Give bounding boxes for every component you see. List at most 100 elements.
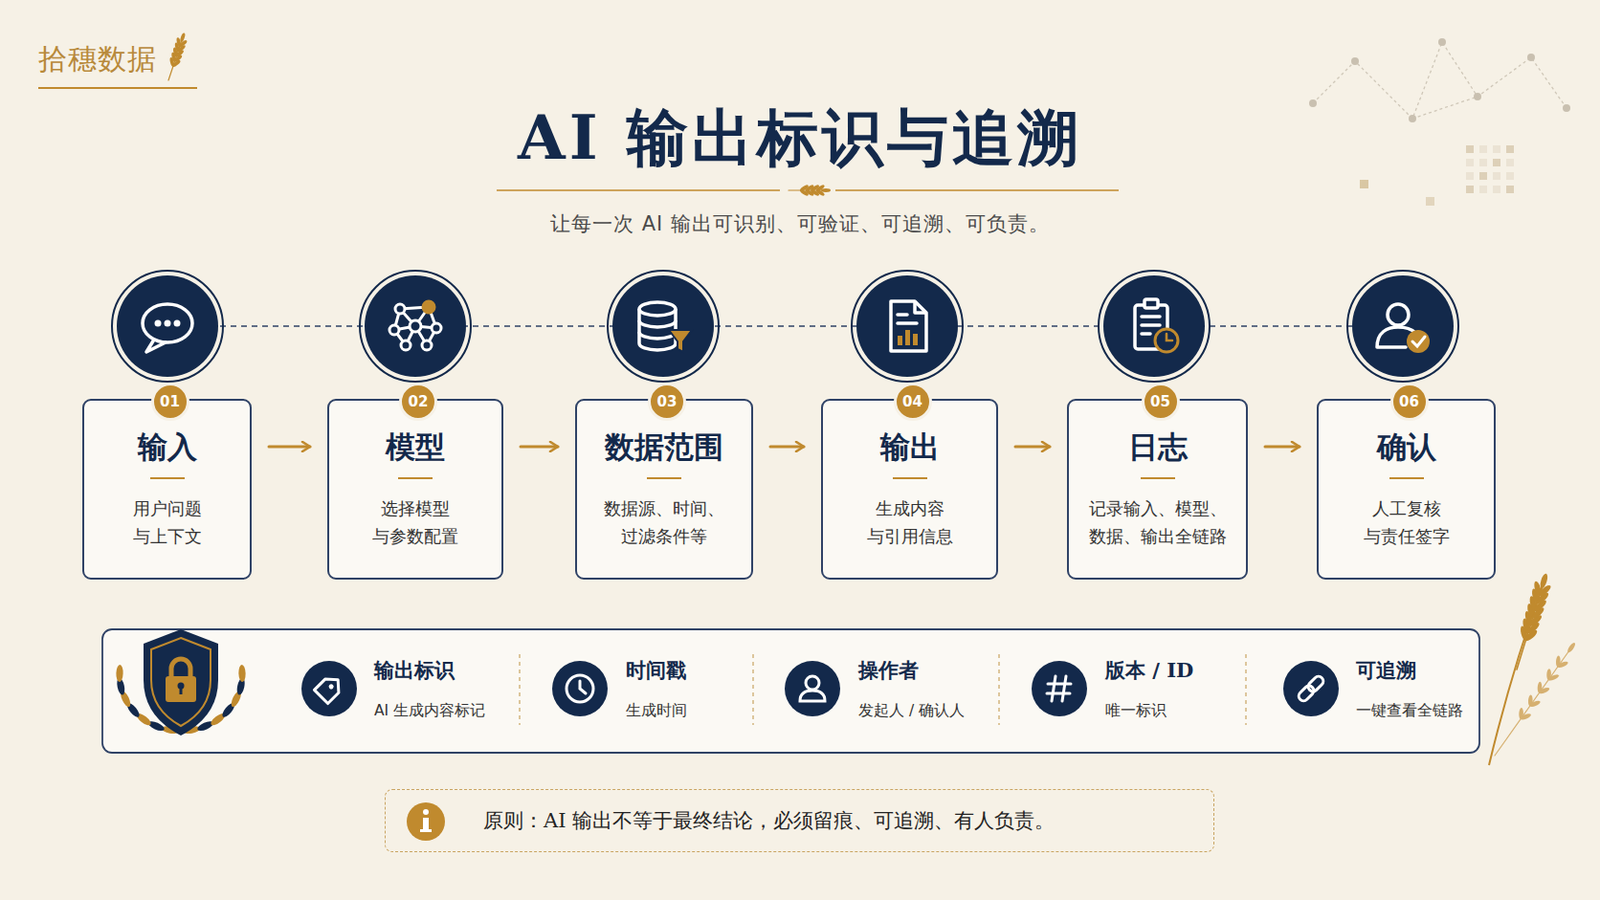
band-dividers xyxy=(518,654,520,726)
square-decoration xyxy=(1492,145,1501,154)
heading-divider xyxy=(1389,477,1424,480)
network-decoration xyxy=(1438,38,1446,46)
wheat-grain xyxy=(1556,660,1570,669)
square-decoration xyxy=(1466,185,1474,194)
step-heading: 数据范围 xyxy=(604,429,724,465)
square-decoration xyxy=(1425,197,1435,206)
chat-icon xyxy=(164,320,172,328)
square-decoration xyxy=(1479,158,1488,167)
info-icon xyxy=(406,802,445,842)
log-icon xyxy=(1144,299,1158,309)
band-icon-circles xyxy=(552,661,608,717)
step-icon-circles xyxy=(1103,275,1205,378)
band-icon-circles xyxy=(784,661,841,717)
step-icon-circles xyxy=(116,275,219,378)
step-number: 06 xyxy=(1399,393,1420,411)
report-icon xyxy=(914,301,927,313)
link-icon xyxy=(1306,674,1326,694)
logo-underline xyxy=(38,87,198,89)
feature-title: 输出标识 xyxy=(374,657,513,685)
wheat-grain xyxy=(1547,673,1560,683)
step-icon-link xyxy=(167,325,1403,328)
wheat-decoration xyxy=(1488,573,1577,766)
step-body: 人工复核 与责任签字 xyxy=(1362,494,1450,551)
network-decoration xyxy=(1473,92,1482,101)
report-icon xyxy=(890,301,927,352)
hash-icon xyxy=(1046,676,1071,702)
feature-desc: 生成时间 xyxy=(625,700,749,722)
step-icon-circles xyxy=(607,270,719,382)
info-icon xyxy=(422,809,429,816)
network-icon xyxy=(422,340,432,351)
chat-icon xyxy=(155,320,181,328)
wheat-stalk xyxy=(1488,585,1543,766)
log-icon xyxy=(1155,329,1178,353)
network-icon xyxy=(389,301,442,351)
wheat-grain xyxy=(821,188,831,193)
database-icon xyxy=(639,302,676,316)
shield-lock xyxy=(171,659,191,678)
band-dividers xyxy=(752,654,754,726)
shield-lock xyxy=(143,629,219,736)
shield-lock xyxy=(143,629,219,736)
chat-icon xyxy=(142,304,193,343)
shield-lock xyxy=(179,687,183,695)
network-decoration xyxy=(1309,38,1571,123)
step-number-badge: 02 xyxy=(399,382,438,422)
feature-band xyxy=(102,629,1480,754)
step-body: 记录输入、模型、 数据、输出全链路 xyxy=(1088,494,1227,551)
step-heading: 输出 xyxy=(880,429,940,465)
logo-wheat xyxy=(168,32,188,81)
link-icon xyxy=(1296,674,1326,704)
log-icon xyxy=(1134,299,1178,353)
wheat-stalk xyxy=(1494,650,1570,756)
network-decoration xyxy=(1309,99,1317,108)
square-decoration xyxy=(1359,145,1514,206)
step-box: 确认人工复核 与责任签字06 xyxy=(1316,399,1496,580)
step-icon-circles xyxy=(607,270,719,382)
confirm-icon xyxy=(1387,304,1409,326)
chat-icon xyxy=(146,339,166,353)
wheat-grain xyxy=(1566,642,1578,654)
feature-item: 版本 / ID唯一标识 xyxy=(1105,657,1240,723)
title-rule xyxy=(835,189,1119,192)
step-heading: 日志 xyxy=(1128,429,1188,465)
report-icon xyxy=(890,301,927,352)
feature-item: 可追溯一键查看全链路 xyxy=(1355,657,1476,723)
report-icon xyxy=(897,314,917,324)
network-decoration xyxy=(1527,53,1535,62)
step-icon-circles xyxy=(359,270,471,382)
step-box: 模型选择模型 与参数配置02 xyxy=(327,399,504,580)
band-icon-circles xyxy=(301,661,357,717)
feature-title: 操作者 xyxy=(858,657,993,685)
square-decoration xyxy=(1359,179,1369,189)
heading-divider xyxy=(646,477,682,480)
heading-divider xyxy=(398,477,433,480)
step-heading: 模型 xyxy=(385,429,445,465)
info-icon xyxy=(422,818,429,832)
wheat-grain xyxy=(1529,699,1542,709)
chat-icon xyxy=(142,304,193,353)
report-icon xyxy=(912,333,918,346)
step-number-badge: 05 xyxy=(1141,382,1180,422)
confirm-icon xyxy=(1412,336,1425,347)
step-icon-circles xyxy=(1347,270,1459,382)
step-box: 日志记录输入、模型、 数据、输出全链路05 xyxy=(1066,399,1248,580)
shield-lock xyxy=(151,638,211,727)
feature-desc: AI 生成内容标记 xyxy=(374,700,513,722)
network-decoration xyxy=(1408,114,1417,123)
step-icon-circles xyxy=(1098,270,1210,382)
step-number: 02 xyxy=(408,393,429,411)
heading-divider xyxy=(1140,477,1176,480)
network-icon xyxy=(395,304,405,314)
logo-label: 拾穗数据 xyxy=(38,40,157,79)
network-decoration xyxy=(1312,42,1567,119)
tag-icon xyxy=(328,683,335,690)
wheat-grain xyxy=(1538,573,1550,590)
square-decoration xyxy=(1492,158,1501,167)
feature-desc: 唯一标识 xyxy=(1105,700,1240,722)
report-icon xyxy=(897,330,918,346)
info-icon xyxy=(420,829,432,833)
flow-arrow xyxy=(268,445,311,449)
